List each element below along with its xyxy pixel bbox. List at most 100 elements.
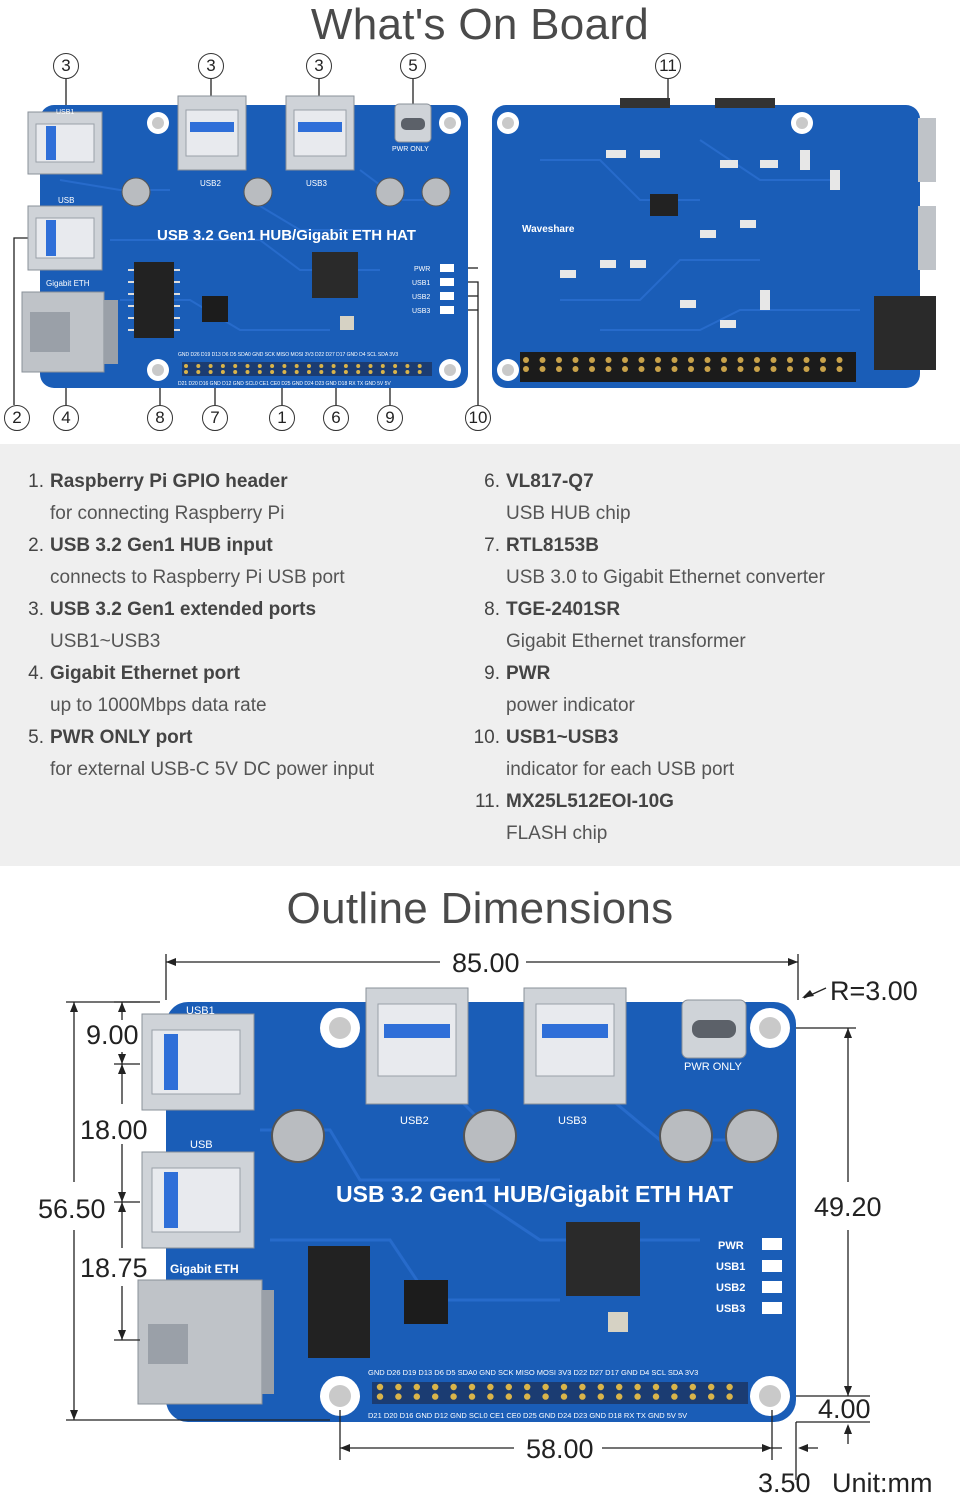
dim-usb-spacing: 18.00 [80, 1115, 148, 1145]
header-pin [737, 366, 744, 372]
header-pin [605, 366, 612, 372]
led-label-pwr: PWR [414, 266, 430, 273]
header-pin [671, 366, 678, 372]
header-pin [616, 1393, 623, 1400]
header-pin [787, 357, 793, 363]
callout-8: 8 [147, 405, 173, 431]
header-pin [417, 364, 422, 368]
header-pin [368, 370, 373, 374]
header-pin [505, 1383, 512, 1391]
header-pin [605, 357, 612, 363]
led-label-usb1: USB1 [412, 280, 430, 287]
header-pin [737, 357, 744, 363]
header-pin [754, 357, 760, 363]
dim-usb1-offset: 9.00 [86, 1020, 139, 1050]
header-pin [539, 366, 546, 372]
header-pin [597, 1393, 604, 1400]
header-pin [257, 364, 262, 368]
header-pin [220, 370, 225, 374]
label-usb1: USB1 [56, 109, 74, 116]
header-pin [671, 1383, 678, 1391]
header-pin [270, 364, 275, 368]
large-label-pwr-only: PWR ONLY [684, 1061, 743, 1073]
header-pin [688, 366, 694, 372]
led-label-usb3: USB3 [412, 308, 430, 315]
header-pin [671, 357, 678, 363]
header-pin [560, 1393, 568, 1400]
header-pin [196, 370, 201, 374]
header-pin [803, 357, 810, 363]
header-pin [356, 364, 361, 368]
board-front: USB 3.2 Gen1 HUB/Gigabit ETH HAT USB1 US… [21, 95, 468, 388]
header-pin [820, 357, 826, 363]
header-pin [803, 366, 810, 372]
dim-eth-offset: 18.75 [80, 1253, 148, 1283]
header-pin [233, 370, 238, 374]
board-back: Waveshare [492, 98, 936, 388]
callout-7: 7 [202, 405, 228, 431]
callout-6: 6 [323, 405, 349, 431]
callout-11: 11 [655, 53, 681, 79]
header-pin [616, 1383, 623, 1391]
header-pin [721, 357, 727, 363]
header-pin [708, 1393, 715, 1400]
header-pin [376, 1383, 384, 1391]
board-large: USB 3.2 Gen1 HUB/Gigabit ETH HAT USB1 US… [137, 987, 796, 1422]
callout-9: 9 [377, 405, 403, 431]
header-pin [487, 1383, 494, 1391]
header-pin [704, 366, 711, 372]
header-pin [376, 1393, 384, 1400]
label-gigabit-eth: Gigabit ETH [46, 279, 90, 288]
header-pin [638, 366, 645, 372]
header-pin [307, 364, 311, 368]
header-pin [524, 1393, 531, 1400]
header-pin [836, 366, 843, 372]
header-pin [208, 364, 213, 368]
large-label-usb2: USB2 [400, 1115, 429, 1127]
dim-hole-spacing-v: 49.20 [814, 1192, 882, 1222]
header-pin [622, 357, 628, 363]
header-pin [638, 357, 645, 363]
header-pin [487, 1393, 494, 1400]
header-pin [393, 364, 398, 368]
callout-5: 5 [400, 53, 426, 79]
header-pin [319, 370, 324, 374]
header-pin [726, 1383, 733, 1391]
callout-2: 2 [4, 405, 30, 431]
header-pin [245, 370, 250, 374]
large-pins-bottom: D21 D20 D16 GND D12 GND SCL0 CE1 CE0 D25… [368, 1411, 687, 1420]
header-pin [539, 357, 546, 363]
header-pin [542, 1383, 549, 1391]
header-pin [257, 370, 262, 374]
header-pin [380, 370, 385, 374]
header-pin [671, 1393, 678, 1400]
dim-hole-edge-v: 4.00 [818, 1394, 871, 1424]
header-pin [655, 366, 661, 372]
large-led-usb2: USB2 [716, 1282, 745, 1294]
header-pin [572, 366, 579, 372]
label-usb: USB [58, 196, 74, 205]
large-board-title: USB 3.2 Gen1 HUB/Gigabit ETH HAT [336, 1181, 733, 1207]
label-usb2: USB2 [200, 179, 221, 188]
front-board-title: USB 3.2 Gen1 HUB/Gigabit ETH HAT [157, 227, 416, 244]
large-label-usb3: USB3 [558, 1115, 587, 1127]
header-pin [368, 364, 373, 368]
header-pin [343, 370, 348, 374]
header-pin [572, 357, 579, 363]
header-pin [405, 364, 410, 368]
header-pin [523, 357, 529, 363]
callout-3c: 3 [306, 53, 332, 79]
header-pin [721, 366, 727, 372]
header-pin [556, 366, 562, 372]
header-pin [708, 1383, 715, 1391]
header-pin [622, 366, 628, 372]
header-pin [689, 1383, 696, 1391]
